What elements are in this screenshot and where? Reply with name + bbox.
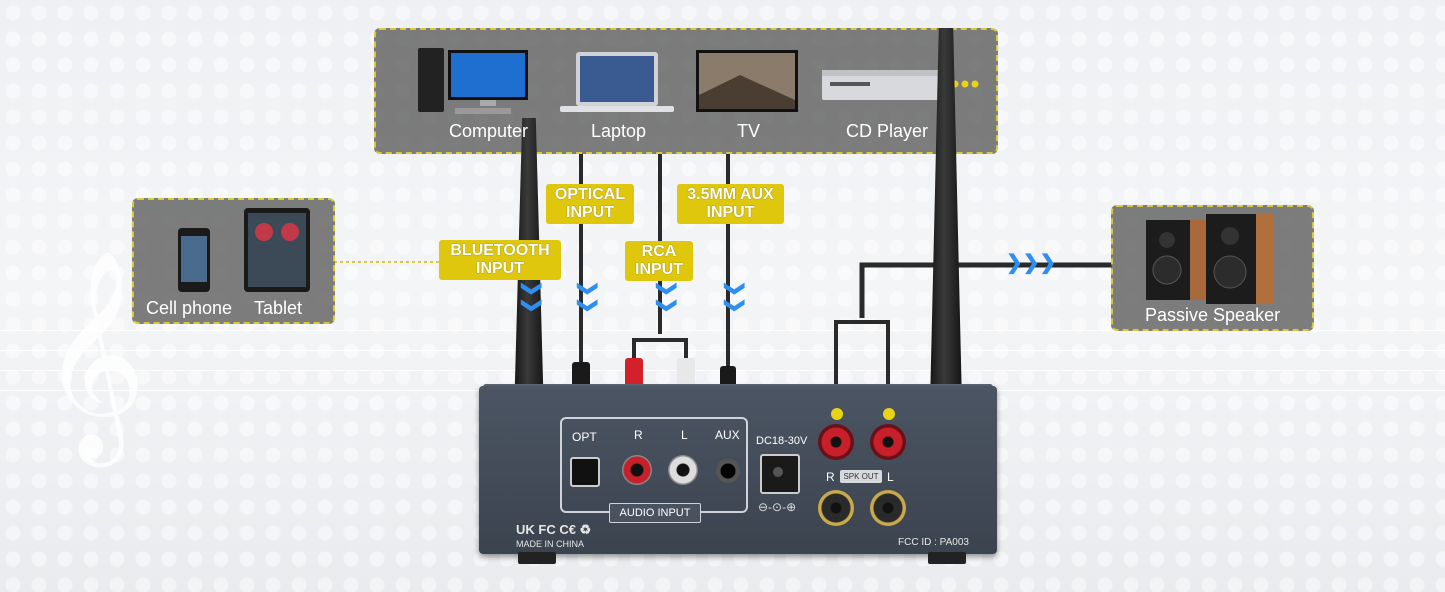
music-staff-line [0,330,1445,331]
passive-speaker-label: Passive Speaker [1145,305,1281,325]
laptop-icon [560,52,674,112]
arrow-down-icon: ❯❯ [576,280,599,314]
aux-port[interactable] [716,459,740,483]
arrow-down-icon: ❯❯ [655,280,678,314]
certification-marks-icon: UK FC C€ ♻ [516,522,592,537]
spk-l-positive-terminal[interactable] [870,424,906,460]
spk-r-negative-terminal[interactable] [818,490,854,526]
amp-foot [928,552,966,564]
treble-clef-icon: 𝄞 [40,253,147,454]
speaker-cable [859,262,1112,318]
opt-label: OPT [572,430,597,444]
laptop-label: Laptop [591,121,647,141]
dc-label: DC18-30V [756,435,808,447]
arrow-down-icon: ❯❯ [723,280,746,314]
spk-r-positive-terminal[interactable] [818,424,854,460]
aux-label: AUX [715,428,740,442]
r-label: R [634,428,643,442]
rca-l-port[interactable] [668,455,698,485]
arrow-right-icon: ❯❯❯ [1006,252,1057,274]
fcc-id-label: FCC ID : PA003 [898,537,969,548]
computer-icon [418,48,528,114]
spk-out-label: SPK OUT [840,470,882,483]
optical-port[interactable] [570,457,600,487]
rca-r-port[interactable] [622,455,652,485]
computer-label: Computer [449,121,529,141]
terminal-indicator-dot [883,408,895,420]
polarity-icon: ⊖-⊙-⊕ [758,500,797,514]
tv-icon [696,50,798,112]
cd-player-icon [822,70,944,100]
l-label: L [681,428,688,442]
tv-label: TV [737,121,761,141]
cd-player-label: CD Player [846,121,929,141]
tablet-label: Tablet [254,298,303,318]
amp-foot [518,552,556,564]
arrow-down-icon: ❯❯ [520,280,543,314]
dc-power-port[interactable] [760,454,800,494]
made-in-label: MADE IN CHINA [516,539,585,549]
terminal-indicator-dot [831,408,843,420]
music-staff-line [0,350,1445,351]
audio-input-label: AUDIO INPUT [609,503,701,523]
cell-phone-label: Cell phone [146,298,233,318]
spk-l-negative-terminal[interactable] [870,490,906,526]
spk-r-label: R [826,470,835,484]
spk-l-label: L [887,470,894,484]
